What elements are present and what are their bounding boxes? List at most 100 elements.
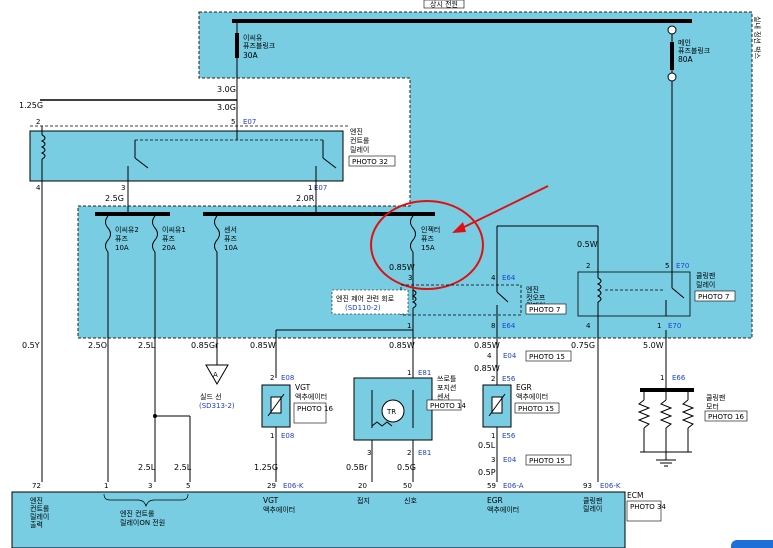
svg-text:PHOTO 14: PHOTO 14 [430, 402, 466, 410]
svg-text:0.5Br: 0.5Br [346, 463, 368, 472]
svg-text:엔진: 엔진 [526, 285, 539, 294]
fuse-main-80a: 메인 퓨즈블링크 80A [667, 25, 711, 265]
svg-text:5.0W: 5.0W [643, 341, 664, 350]
svg-text:인젝터: 인젝터 [421, 225, 440, 234]
svg-text:엔진: 엔진 [350, 127, 363, 136]
svg-text:30A: 30A [243, 51, 259, 60]
svg-text:4: 4 [491, 274, 496, 282]
svg-text:E64: E64 [502, 274, 516, 282]
svg-text:E07: E07 [314, 184, 327, 192]
svg-text:2: 2 [491, 375, 495, 383]
svg-text:PHOTO 7: PHOTO 7 [529, 306, 560, 314]
svg-text:0.85W: 0.85W [389, 341, 415, 350]
diagram-title: 상시 전원 [430, 0, 458, 9]
svg-text:0.5W: 0.5W [577, 240, 598, 249]
svg-text:E08: E08 [281, 374, 294, 382]
svg-text:E64: E64 [502, 322, 516, 330]
svg-text:액추에이터: 액추에이터 [295, 392, 327, 401]
corner-tab[interactable] [731, 540, 773, 548]
svg-text:2.5L: 2.5L [174, 463, 192, 472]
fuse-ecu-30a: 이씨유 퓨즈블링크 30A [235, 21, 276, 88]
svg-text:E06-K: E06-K [283, 482, 304, 490]
svg-text:2.0R: 2.0R [296, 194, 315, 203]
svg-text:신호: 신호 [404, 496, 417, 505]
svg-text:1: 1 [407, 369, 411, 377]
vgt-actuator: 2 E08 VGT 액추에이터 PHOTO 16 1 E08 [261, 374, 333, 482]
svg-text:릴레이: 릴레이 [30, 512, 49, 521]
svg-text:퓨즈블링크: 퓨즈블링크 [678, 46, 711, 55]
svg-text:릴레이: 릴레이 [696, 280, 715, 289]
svg-text:E06-A: E06-A [503, 482, 524, 490]
shield-ground: A 실드 선 (SD313-2) [199, 364, 235, 410]
svg-text:1: 1 [308, 184, 312, 192]
svg-text:모터: 모터 [706, 402, 719, 411]
svg-text:3.0G: 3.0G [217, 85, 236, 94]
svg-text:(SD313-2): (SD313-2) [199, 402, 235, 410]
svg-text:72: 72 [32, 482, 41, 490]
svg-text:(SD110-2): (SD110-2) [345, 304, 381, 312]
svg-text:실드 선: 실드 선 [200, 392, 222, 401]
svg-text:퓨즈블링크: 퓨즈블링크 [243, 41, 276, 50]
svg-text:93: 93 [583, 482, 592, 490]
svg-text:PHOTO 7: PHOTO 7 [698, 293, 729, 301]
svg-text:E81: E81 [418, 369, 431, 377]
svg-text:액추에이터: 액추에이터 [263, 505, 295, 514]
svg-text:8: 8 [491, 322, 495, 330]
svg-text:쿨링팬: 쿨링팬 [696, 271, 715, 280]
highlight-arrow [457, 185, 549, 231]
svg-text:쓰로틀: 쓰로틀 [437, 375, 457, 383]
svg-text:3: 3 [408, 274, 412, 282]
svg-text:5: 5 [186, 482, 190, 490]
svg-text:2.5L: 2.5L [138, 463, 156, 472]
svg-text:29: 29 [267, 482, 276, 490]
svg-text:PHOTO 34: PHOTO 34 [630, 503, 666, 511]
svg-text:퓨즈: 퓨즈 [224, 235, 237, 243]
svg-text:0.85W: 0.85W [389, 263, 415, 272]
svg-text:E08: E08 [281, 432, 294, 440]
svg-text:2: 2 [586, 262, 590, 270]
svg-text:엔진 컨트롤: 엔진 컨트롤 [120, 509, 155, 518]
svg-text:5: 5 [231, 118, 235, 126]
svg-text:PHOTO 15: PHOTO 15 [529, 457, 565, 465]
svg-text:1: 1 [270, 432, 274, 440]
svg-text:1: 1 [407, 322, 411, 330]
fuse-sensor-10a: 센서 퓨즈 10A [214, 215, 238, 365]
svg-text:릴레이: 릴레이 [350, 145, 369, 154]
svg-text:2.5O: 2.5O [88, 341, 107, 350]
svg-text:쿨링팬: 쿨링팬 [583, 496, 602, 505]
svg-text:이씨유1: 이씨유1 [162, 225, 186, 234]
svg-text:2: 2 [407, 449, 411, 457]
cooling-fan-relay: 2 5 E70 쿨링팬 릴레이 PHOTO 7 4 1 E70 [577, 262, 736, 482]
fuse-ecu1-20a: 이씨유1 퓨즈 20A [152, 215, 186, 482]
svg-text:퓨즈: 퓨즈 [421, 235, 434, 243]
svg-text:3.0G: 3.0G [217, 103, 236, 112]
svg-text:실내 정션 박스: 실내 정션 박스 [753, 16, 762, 60]
svg-text:2.5G: 2.5G [105, 194, 124, 203]
svg-text:퓨즈: 퓨즈 [162, 235, 175, 243]
svg-text:쿨링팬: 쿨링팬 [706, 393, 725, 402]
svg-text:20: 20 [358, 482, 367, 490]
engine-control-relay: 2 5 E07 엔진 컨트롤 릴레이 PHOTO 32 4 3 1 E07 [29, 118, 396, 192]
svg-text:59: 59 [487, 482, 496, 490]
svg-text:0.75G: 0.75G [571, 341, 595, 350]
svg-text:50: 50 [403, 482, 412, 490]
highlight-ellipse [370, 200, 484, 290]
svg-text:3: 3 [491, 456, 495, 464]
svg-text:2: 2 [36, 118, 40, 126]
fuse-injector-15a: 인젝터 퓨즈 15A [410, 215, 440, 300]
svg-text:3: 3 [121, 184, 125, 192]
shield-box: 엔진 제어 관련 회로 (SD110-2) [331, 289, 409, 315]
svg-text:출력: 출력 [30, 520, 43, 529]
svg-text:1: 1 [104, 482, 108, 490]
svg-text:릴레이ON 전원: 릴레이ON 전원 [120, 518, 165, 527]
svg-text:센서: 센서 [224, 225, 237, 234]
svg-text:컨트롤: 컨트롤 [350, 136, 370, 145]
svg-text:0.85W: 0.85W [474, 364, 500, 373]
top-right-label: 실내 정션 박스 [753, 16, 762, 60]
svg-text:E07: E07 [243, 118, 256, 126]
svg-text:4: 4 [586, 322, 591, 330]
svg-text:20A: 20A [162, 244, 176, 252]
svg-text:접지: 접지 [357, 496, 370, 505]
svg-text:퓨즈: 퓨즈 [115, 235, 128, 243]
svg-text:E04: E04 [503, 352, 517, 360]
